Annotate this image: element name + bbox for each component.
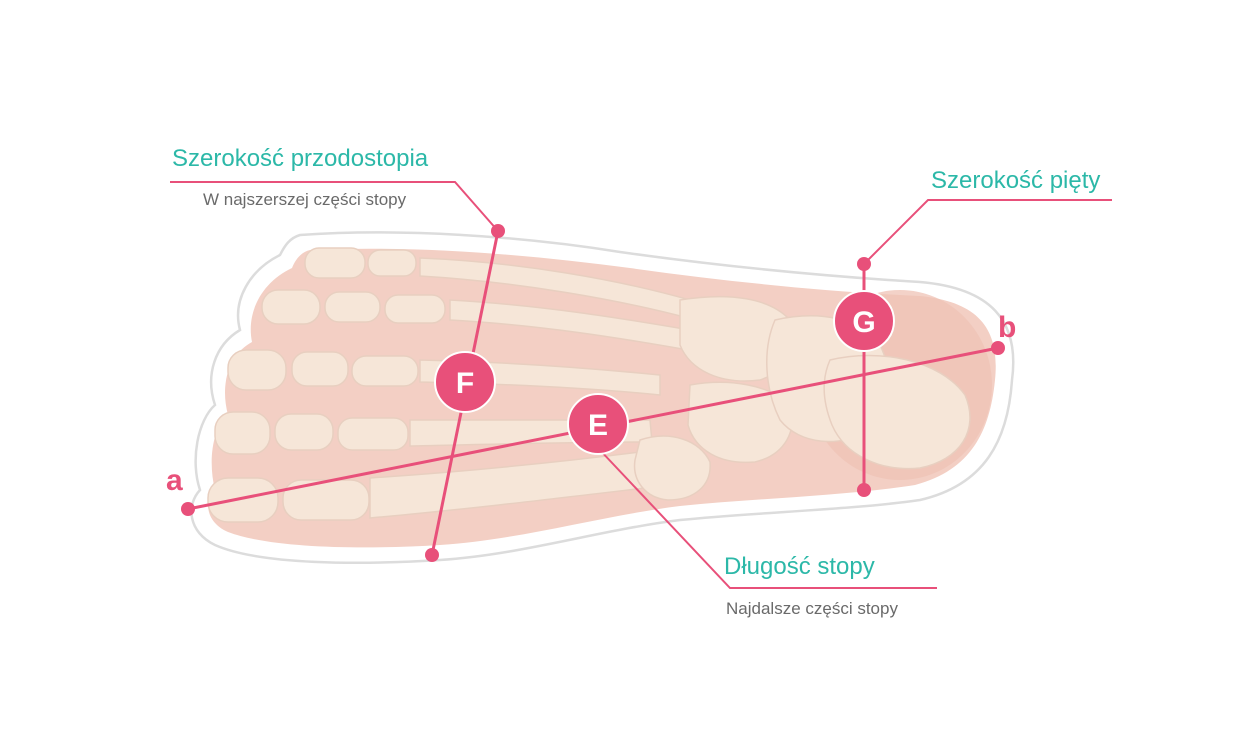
marker-e-letter: E [588, 409, 608, 442]
forefoot-top-dot [491, 224, 505, 238]
forefoot-width-title: Szerokość przodostopia [172, 145, 428, 173]
forefoot-bottom-dot [425, 548, 439, 562]
endpoint-b-label: b [998, 311, 1016, 344]
heel-bottom-dot [857, 483, 871, 497]
endpoint-a-label: a [166, 464, 183, 497]
foot-length-title: Długość stopy [724, 553, 875, 581]
heel-top-dot [857, 257, 871, 271]
marker-e: E [568, 394, 628, 454]
endpoint-a-dot [181, 502, 195, 516]
forefoot-width-subtitle: W najszerszej części stopy [203, 190, 406, 210]
foot-length-subtitle: Najdalsze części stopy [726, 599, 898, 619]
marker-f: F [435, 352, 495, 412]
marker-g: G [834, 291, 894, 351]
heel-width-leader [864, 200, 1112, 264]
heel-width-title: Szerokość pięty [931, 167, 1100, 195]
marker-f-letter: F [456, 367, 474, 400]
marker-g-letter: G [852, 306, 875, 339]
